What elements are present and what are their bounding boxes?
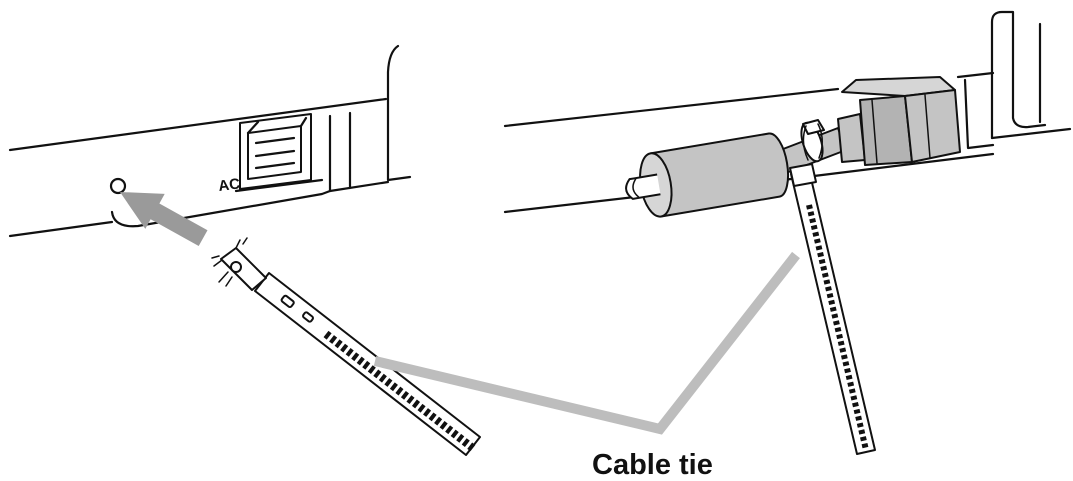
ac-inlet xyxy=(239,113,312,190)
callout-leader-line xyxy=(373,251,800,435)
right-cable-tie-strap xyxy=(790,169,876,455)
left-cable-tie-anchor-head xyxy=(211,237,267,291)
right-device-base xyxy=(990,127,1072,140)
left-device-raised-side xyxy=(386,44,412,182)
power-plug-body xyxy=(859,95,913,166)
left-cable-tie xyxy=(211,237,481,456)
right-device-recess-edge xyxy=(963,78,995,150)
left-device-ledge xyxy=(234,178,324,193)
right-device-panel xyxy=(503,10,1072,214)
right-device-top-edge xyxy=(503,71,995,128)
mounting-hole xyxy=(109,177,127,195)
ac-inlet-notch xyxy=(246,116,308,135)
left-device-tab-notch xyxy=(110,189,332,228)
left-device-top-edge xyxy=(8,97,388,152)
cable-tie-label: Cable tie xyxy=(592,449,713,481)
ac-inlet-pins xyxy=(254,136,296,170)
ferrite-core-body xyxy=(649,132,790,218)
left-cable-tie-slot xyxy=(280,294,295,309)
ferrite-core xyxy=(625,132,790,218)
left-cable-tie-teeth xyxy=(323,330,477,453)
power-cable-end xyxy=(625,173,661,200)
power-cable-end-cut xyxy=(632,178,640,198)
left-cable-tie-slot xyxy=(302,311,314,323)
power-plug xyxy=(837,76,961,166)
power-plug-face xyxy=(904,89,961,163)
left-device-bottom-edge xyxy=(8,220,114,238)
ac-label: AC xyxy=(217,175,241,195)
insert-arrow xyxy=(120,192,208,246)
left-device-panel: AC xyxy=(8,44,412,246)
cable-tie-clip xyxy=(800,119,825,163)
power-plug-top xyxy=(841,76,956,97)
right-device-upright xyxy=(990,10,1047,140)
right-cable-tie-head xyxy=(789,163,817,187)
left-device-side-panel xyxy=(328,111,390,193)
right-cable-tie xyxy=(789,163,876,455)
